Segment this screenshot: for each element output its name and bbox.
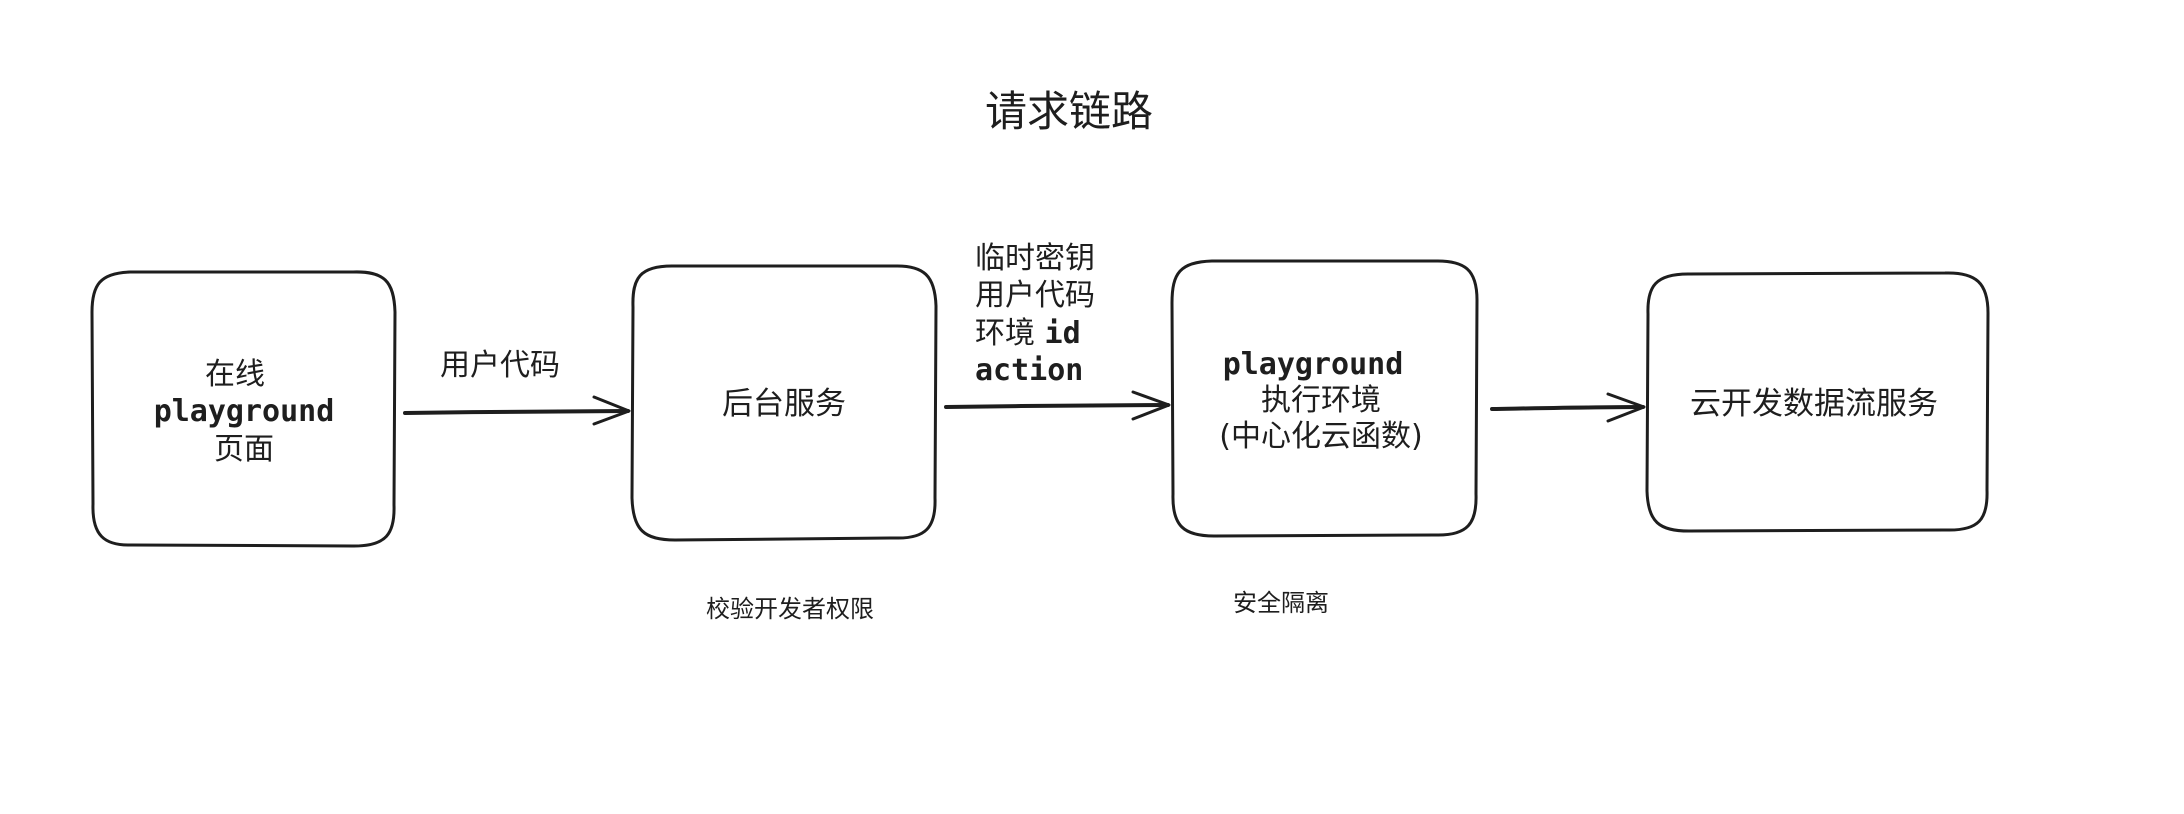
edge-exec-to-dataflow-arrowhead	[1606, 392, 1646, 423]
node-exec-env[interactable]: playground 执行环境 (中心化云函数)	[1170, 259, 1479, 538]
edge-exec-to-dataflow	[1490, 392, 1646, 423]
edge-backend-to-exec-line	[944, 403, 1170, 409]
node-dataflow-box	[1645, 271, 1990, 533]
node-backend-note: 校验开发者权限	[706, 595, 874, 623]
node-exec-env-line2: 执行环境	[1261, 383, 1381, 418]
node-exec-env-line3: (中心化云函数)	[1219, 419, 1422, 454]
edge-backend-to-exec-label-line3: 环境 id	[975, 316, 1081, 351]
edge-page-to-backend-label: 用户代码	[440, 348, 560, 383]
node-backend[interactable]: 后台服务	[630, 264, 938, 542]
edge-backend-to-exec-label-line3-cn: 环境	[975, 316, 1045, 351]
edge-backend-to-exec-label-line2: 用户代码	[975, 278, 1095, 313]
edge-backend-to-exec-label-line3-id: id	[1045, 316, 1081, 351]
edge-backend-to-exec-label-line1: 临时密钥	[975, 241, 1095, 276]
node-online-playground-line1: 在线	[205, 357, 265, 392]
node-online-playground-line2: playground	[154, 394, 335, 429]
edge-exec-to-dataflow-line	[1490, 405, 1645, 411]
node-exec-env-line1: playground	[1223, 347, 1404, 382]
node-dataflow-label: 云开发数据流服务	[1690, 386, 1938, 422]
node-exec-env-note: 安全隔离	[1233, 589, 1329, 617]
node-dataflow[interactable]: 云开发数据流服务	[1645, 271, 1990, 533]
edge-backend-to-exec-arrowhead	[1131, 390, 1171, 421]
node-online-playground-line3: 页面	[214, 432, 274, 467]
edge-backend-to-exec-label-line4: action	[975, 353, 1083, 388]
node-online-playground-box	[90, 270, 397, 548]
diagram-title: 请求链路	[985, 87, 1153, 136]
node-backend-label: 后台服务	[722, 386, 846, 422]
edge-page-to-backend-arrowhead	[592, 395, 631, 426]
node-online-playground[interactable]: 在线 playground 页面	[90, 270, 397, 548]
edge-page-to-backend	[403, 395, 631, 426]
edge-page-to-backend-line	[403, 409, 630, 415]
node-backend-box	[630, 264, 938, 542]
edge-backend-to-exec	[944, 390, 1171, 421]
node-exec-env-box	[1170, 259, 1479, 538]
